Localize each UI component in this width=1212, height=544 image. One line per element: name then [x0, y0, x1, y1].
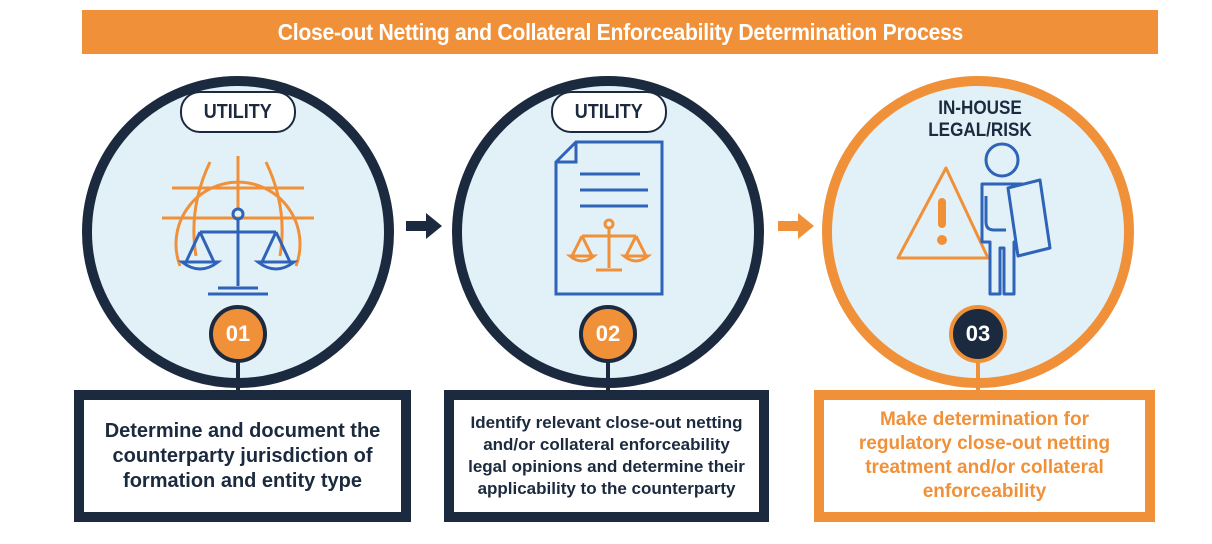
step-1-connector	[236, 362, 240, 392]
step-1-text-box: Determine and document the counterparty …	[74, 390, 411, 522]
step-3-description: Make determination for regulatory close-…	[858, 409, 1111, 502]
document-scales-icon	[554, 140, 664, 296]
page-title: Close-out Netting and Collateral Enforce…	[277, 18, 963, 45]
step-3-connector	[976, 362, 980, 392]
step-3-role-label: IN-HOUSE LEGAL/RISK	[910, 98, 1050, 142]
step-3-role-line-2: LEGAL/RISK	[928, 120, 1032, 141]
step-3-number: 03	[965, 321, 991, 346]
step-2-role-pill: UTILITY	[551, 91, 667, 133]
step-3-text-box: Make determination for regulatory close-…	[814, 390, 1155, 522]
step-1-role-pill: UTILITY	[180, 91, 296, 133]
step-3-role-line-1: IN-HOUSE	[938, 98, 1022, 119]
arrow-right-icon	[778, 213, 814, 239]
warning-person-document-icon	[896, 142, 1052, 296]
step-2-number-badge: 02	[579, 305, 637, 363]
arrow-right-icon	[406, 213, 442, 239]
globe-scales-icon	[162, 156, 314, 296]
step-2-text-box: Identify relevant close-out netting and/…	[444, 390, 769, 522]
step-2-number: 02	[595, 321, 621, 346]
title-banner: Close-out Netting and Collateral Enforce…	[82, 10, 1158, 54]
step-1-number-badge: 01	[209, 305, 267, 363]
step-2-connector	[606, 362, 610, 392]
step-3-number-badge: 03	[949, 305, 1007, 363]
step-2-role-label: UTILITY	[574, 100, 643, 123]
step-1-role-label: UTILITY	[203, 100, 272, 123]
step-2-description: Identify relevant close-out netting and/…	[468, 413, 745, 498]
step-1-number: 01	[225, 321, 251, 346]
step-1-description: Determine and document the counterparty …	[104, 419, 381, 492]
